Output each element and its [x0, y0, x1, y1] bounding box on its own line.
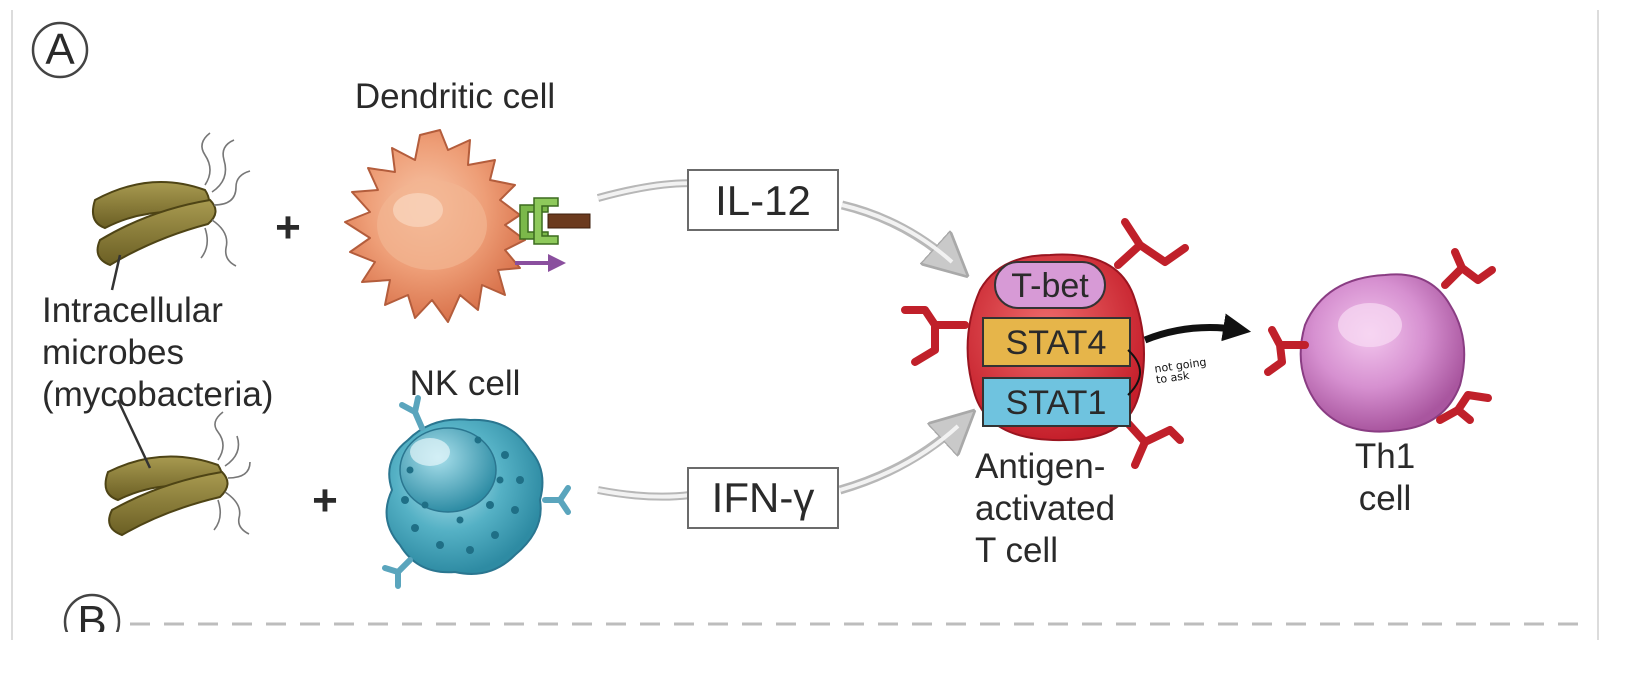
stat1-box: STAT1 [982, 377, 1131, 427]
microbe-top-icon [92, 132, 251, 291]
panel-a-label: A [31, 21, 89, 79]
microbe-bottom-icon [104, 399, 251, 537]
nk-cell-icon [382, 395, 571, 589]
il12-box: IL-12 [687, 169, 839, 231]
ifn-arrow [597, 422, 962, 501]
handwritten-note: not going to ask [1154, 355, 1208, 387]
annotation-bracket [1127, 349, 1141, 396]
microbes-label-line3: (mycobacteria) [42, 375, 273, 414]
plus-top: + [275, 203, 301, 252]
differentiation-arrow [1143, 313, 1252, 344]
svg-text:to ask: to ask [1155, 369, 1190, 387]
svg-text:IL-12: IL-12 [715, 177, 811, 224]
antigen-label-line1: Antigen- [975, 447, 1105, 486]
antigen-label-line2: activated [975, 489, 1115, 528]
dendritic-cell-label: Dendritic cell [355, 77, 555, 116]
dendritic-cell-icon [344, 129, 591, 323]
tbet-box: T-bet [994, 261, 1106, 309]
svg-text:STAT1: STAT1 [1006, 384, 1107, 422]
svg-text:A: A [45, 25, 75, 74]
microbes-label-line2: microbes [42, 333, 184, 372]
panel-b-label: B [55, 593, 135, 680]
antigen-label-line3: T cell [975, 531, 1058, 570]
th1-cell-icon [1264, 248, 1496, 433]
svg-text:STAT4: STAT4 [1006, 324, 1107, 362]
th1-label-line1: Th1 [1355, 437, 1415, 476]
microbes-label-line1: Intracellular [42, 291, 223, 330]
th1-label-line2: cell [1359, 479, 1412, 518]
ifn-gamma-box: IFN-γ [687, 467, 839, 529]
plus-bottom: + [312, 476, 338, 525]
stat4-box: STAT4 [982, 317, 1131, 367]
nk-cell-label: NK cell [410, 364, 521, 403]
svg-text:T-bet: T-bet [1011, 267, 1089, 305]
svg-text:IFN-γ: IFN-γ [712, 474, 815, 521]
